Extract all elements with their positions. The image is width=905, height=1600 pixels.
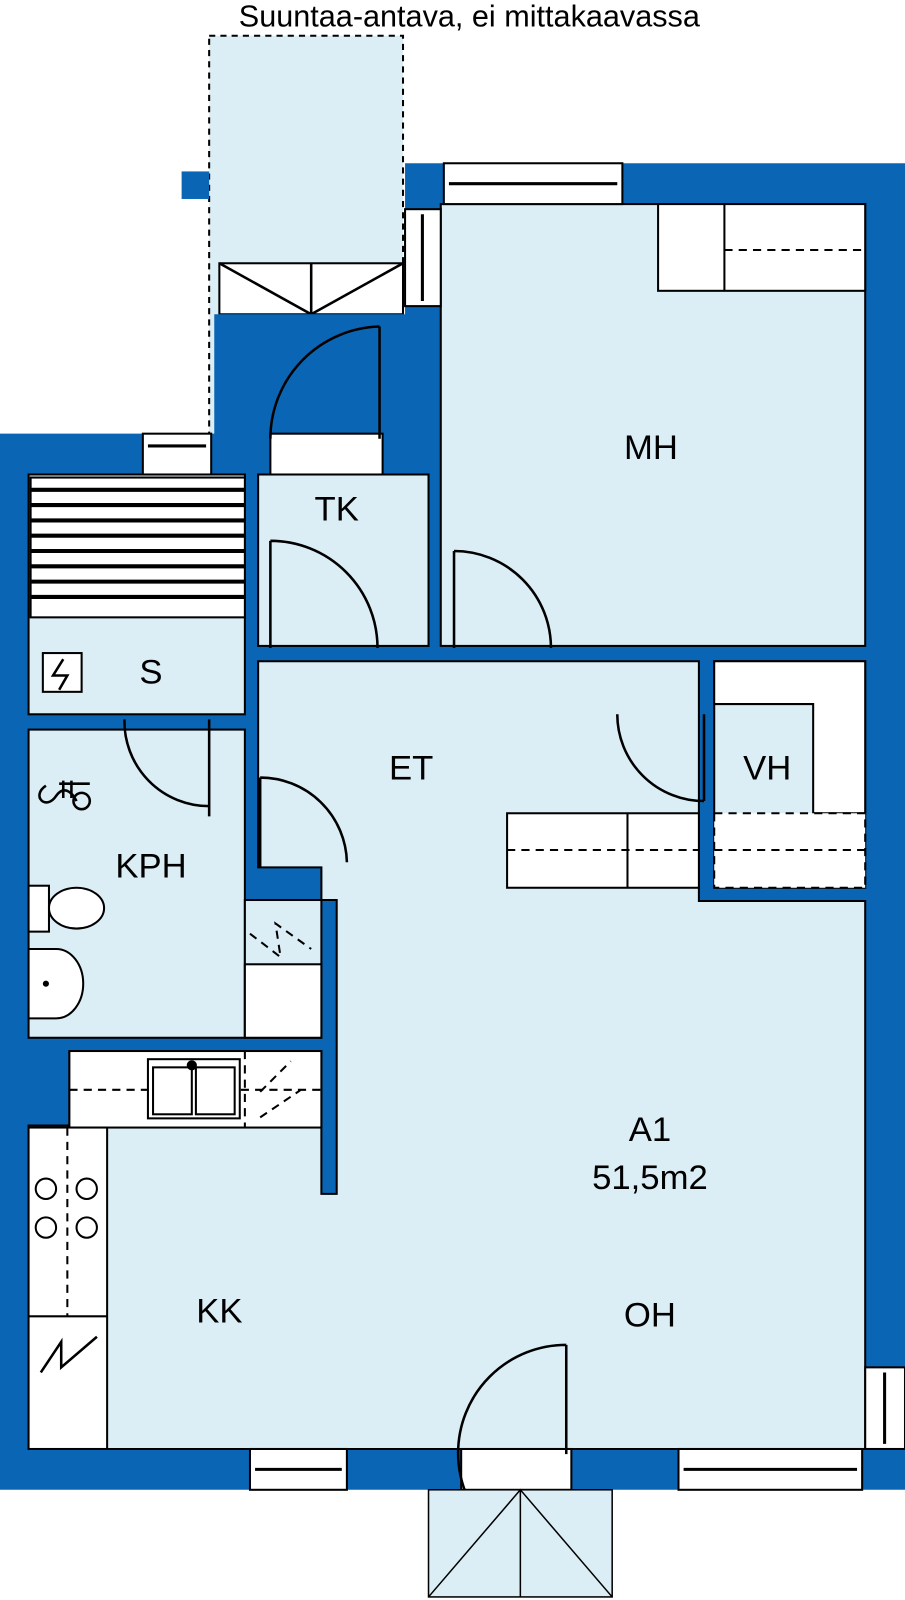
vh-shelves: [713, 660, 867, 889]
kitchen-sink-icon: [146, 1058, 241, 1120]
door-opening-entry: [460, 1447, 573, 1491]
washer-closet: [243, 921, 323, 1039]
shower-icon: [38, 780, 92, 811]
room-label-oh: OH: [624, 1297, 676, 1335]
sauna-bench: [29, 476, 246, 619]
entry-step: [427, 1488, 613, 1598]
windows: [141, 162, 905, 1491]
room-label-kph: KPH: [115, 848, 186, 886]
room-label-mh: MH: [624, 429, 678, 467]
apartment-area: 51,5m2: [592, 1159, 708, 1197]
room-label-tk: TK: [315, 490, 359, 528]
wardrobe-et: [506, 812, 700, 889]
sink-icon: [27, 947, 85, 1020]
room-label-s: S: [139, 654, 162, 692]
plan-disclaimer: Suuntaa-antava, ei mittakaavassa: [239, 0, 701, 34]
room-label-vh: VH: [743, 750, 791, 788]
apartment-label: A1: [629, 1111, 671, 1149]
wall-pillar: [181, 171, 210, 199]
sauna-stove-icon: [41, 652, 83, 693]
toilet-icon: [27, 884, 106, 933]
fridge-icon: [39, 1335, 98, 1374]
room-label-et: ET: [389, 750, 433, 788]
room-tk: [257, 473, 430, 647]
balcony-storage: [218, 262, 405, 316]
door-opening-tk-balcony: [269, 432, 384, 476]
room-label-kk: KK: [196, 1292, 242, 1330]
wardrobe-mh: [657, 203, 867, 292]
stove-icon: [34, 1177, 98, 1239]
